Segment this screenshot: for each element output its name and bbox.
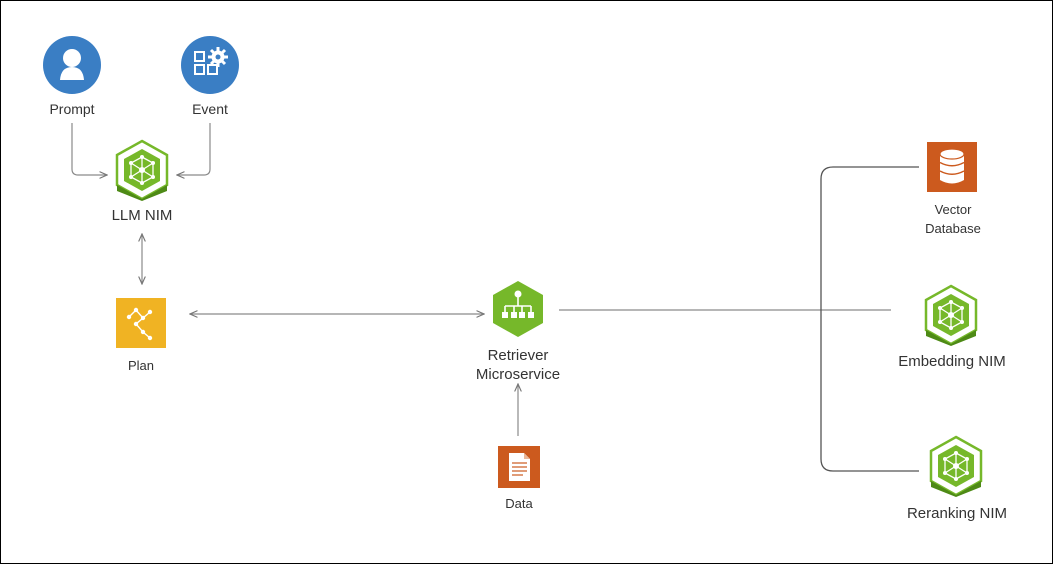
prompt-label: Prompt bbox=[49, 101, 95, 117]
document-icon bbox=[498, 446, 540, 488]
event-node[interactable] bbox=[181, 36, 239, 94]
llm-nim-label: LLM NIM bbox=[111, 207, 173, 224]
reranking-nim-node[interactable] bbox=[928, 435, 984, 497]
database-icon bbox=[927, 142, 977, 192]
embedding-nim-label: Embedding NIM bbox=[898, 353, 1006, 370]
prompt-node[interactable] bbox=[43, 36, 101, 94]
retriever-label-line1: Retriever bbox=[487, 347, 549, 364]
user-icon bbox=[43, 36, 101, 94]
plan-label: Plan bbox=[127, 358, 155, 373]
nim-cube-icon bbox=[924, 284, 978, 346]
vector-db-label-line2: Database bbox=[925, 221, 981, 236]
hierarchy-icon bbox=[493, 281, 543, 337]
data-node[interactable] bbox=[498, 446, 540, 488]
embedding-nim-node[interactable] bbox=[923, 284, 979, 346]
plan-node[interactable] bbox=[116, 298, 166, 348]
nim-cube-icon bbox=[929, 435, 983, 497]
retriever-label-line2: Microservice bbox=[475, 366, 561, 383]
edge-prompt-to-llm bbox=[71, 123, 107, 175]
vector-db-label: Vector Database bbox=[925, 200, 981, 238]
nim-cube-icon bbox=[115, 139, 169, 201]
retriever-label: Retriever Microservice bbox=[476, 346, 560, 384]
bracket-bus bbox=[820, 166, 919, 472]
plan-flow-icon bbox=[116, 298, 166, 348]
retriever-node[interactable] bbox=[491, 280, 545, 338]
llm-nim-node[interactable] bbox=[114, 139, 170, 201]
vector-db-label-line1: Vector bbox=[934, 202, 972, 217]
apps-gear-icon bbox=[181, 36, 239, 94]
event-label: Event bbox=[192, 101, 228, 117]
data-label: Data bbox=[505, 496, 533, 511]
reranking-nim-label: Reranking NIM bbox=[906, 505, 1008, 522]
edge-event-to-llm bbox=[177, 123, 211, 175]
vector-db-node[interactable] bbox=[927, 142, 977, 192]
